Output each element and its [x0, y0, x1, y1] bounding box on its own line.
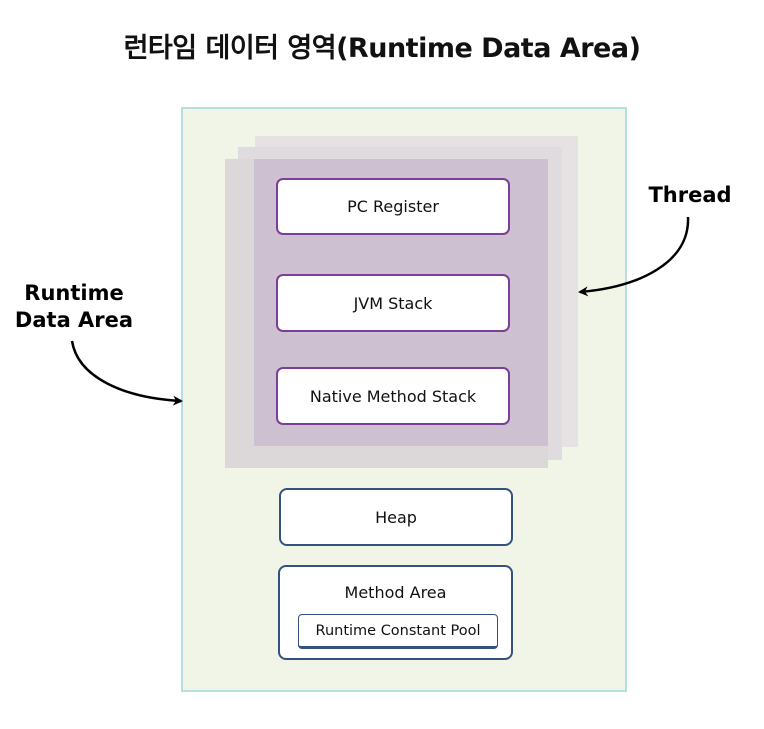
runtime-constant-pool-label: Runtime Constant Pool: [315, 622, 481, 639]
runtime-callout-line-1: Runtime: [24, 281, 124, 305]
page-title: 런타임 데이터 영역(Runtime Data Area): [123, 33, 641, 64]
jvm-stack-label: JVM Stack: [353, 293, 433, 313]
runtime-data-area-callout: Runtime Data Area: [12, 280, 136, 334]
pc-register-box: PC Register: [276, 178, 510, 235]
jvm-stack-box: JVM Stack: [276, 274, 510, 332]
method-area-label: Method Area: [344, 583, 447, 602]
thread-callout-arrow: [578, 216, 690, 297]
heap-box: Heap: [279, 488, 513, 546]
runtime-constant-pool-box: Runtime Constant Pool: [298, 614, 498, 649]
pc-register-label: PC Register: [347, 197, 439, 216]
runtime-callout-arrow: [70, 340, 183, 406]
heap-label: Heap: [375, 507, 417, 527]
native-method-stack-box: Native Method Stack: [276, 367, 510, 425]
thread-callout: Thread: [648, 183, 732, 207]
native-method-stack-label: Native Method Stack: [309, 386, 477, 406]
runtime-callout-line-2: Data Area: [14, 308, 134, 332]
